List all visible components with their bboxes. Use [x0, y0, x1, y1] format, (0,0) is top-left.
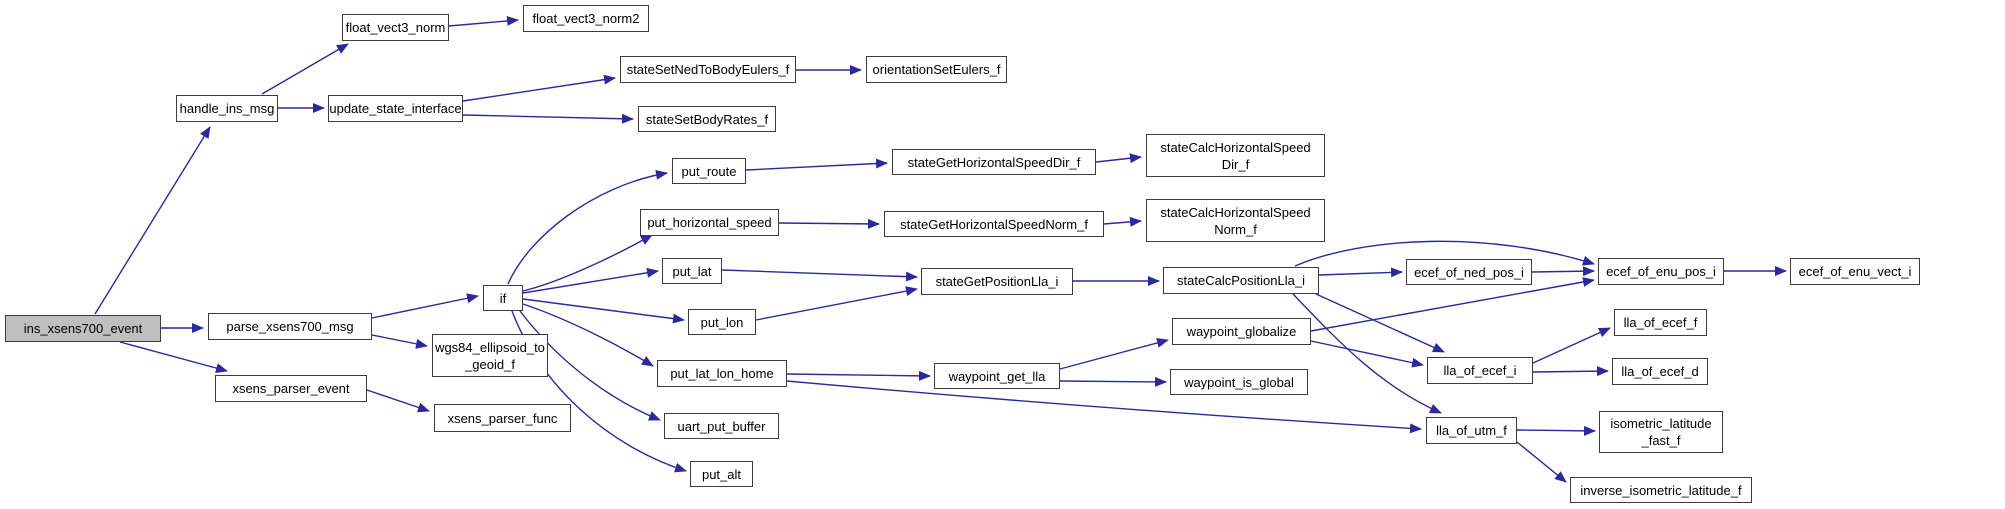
node-handle-ins-msg[interactable]: handle_ins_msg	[176, 95, 278, 122]
edge-xsens_parser_event-xsens_parser_func	[366, 389, 430, 413]
edge-stateGetHorizontalSpeedNorm_f-stateCalcHorizontalSpeedNorm_f	[1103, 216, 1142, 227]
edge-lla_of_utm_f-isometric_latitude_fast_f	[1516, 425, 1596, 436]
node-state-set-ned-to-body-eulers-f[interactable]: stateSetNedToBodyEulers_f	[620, 56, 796, 83]
node-xsens-parser-event[interactable]: xsens_parser_event	[215, 375, 367, 402]
node-ecef-of-ned-pos-i[interactable]: ecef_of_ned_pos_i	[1406, 259, 1532, 285]
node-xsens-parser-func[interactable]: xsens_parser_func	[434, 404, 571, 432]
edge-parse_xsens700_msg-if	[371, 293, 479, 319]
edge-put_lon-stateGetPositionLla_i	[755, 286, 918, 321]
edge-put_horizontal_speed-stateGetHorizontalSpeedNorm_f	[778, 218, 880, 229]
node-waypoint-is-global[interactable]: waypoint_is_global	[1170, 369, 1308, 395]
node-ecef-of-enu-vect-i[interactable]: ecef_of_enu_vect_i	[1790, 258, 1920, 285]
node-state-get-horizontal-speed-norm-f[interactable]: stateGetHorizontalSpeedNorm_f	[884, 211, 1104, 237]
node-inverse-isometric-latitude-f[interactable]: inverse_isometric_latitude_f	[1570, 477, 1752, 503]
node-waypoint-globalize[interactable]: waypoint_globalize	[1172, 318, 1311, 345]
node-if[interactable]: if	[483, 285, 523, 311]
node-put-lat[interactable]: put_lat	[662, 258, 722, 284]
edge-waypoint_get_lla-waypoint_is_global	[1059, 376, 1167, 387]
node-put-lon[interactable]: put_lon	[688, 309, 756, 335]
node-state-calc-horizontal-speed-dir-f[interactable]: stateCalcHorizontalSpeed Dir_f	[1146, 134, 1325, 177]
edge-handle_ins_msg-float_vect3_norm	[261, 43, 349, 95]
node-put-route[interactable]: put_route	[672, 158, 746, 184]
edge-waypoint_get_lla-waypoint_globalize	[1059, 338, 1169, 370]
node-put-alt[interactable]: put_alt	[690, 461, 753, 487]
node-float-vect3-norm2[interactable]: float_vect3_norm2	[523, 5, 649, 32]
edge-lla_of_ecef_i-lla_of_ecef_d	[1532, 366, 1609, 377]
edge-if-put_lon	[522, 298, 685, 324]
node-put-horizontal-speed[interactable]: put_horizontal_speed	[640, 209, 779, 236]
edge-update_state_interface-stateSetNedToBodyEulers_f	[462, 74, 616, 102]
node-ins-xsens700-event: ins_xsens700_event	[5, 315, 161, 342]
node-ecef-of-enu-pos-i[interactable]: ecef_of_enu_pos_i	[1598, 258, 1724, 285]
node-state-calc-horizontal-speed-norm-f[interactable]: stateCalcHorizontalSpeed Norm_f	[1146, 199, 1325, 242]
node-put-lat-lon-home[interactable]: put_lat_lon_home	[657, 360, 787, 387]
edge-waypoint_globalize-lla_of_ecef_i	[1310, 340, 1424, 368]
edge-put_lat_lon_home-lla_of_utm_f	[786, 380, 1422, 434]
edge-if-put_lat_lon_home	[522, 303, 654, 367]
node-waypoint-get-lla[interactable]: waypoint_get_lla	[934, 363, 1060, 389]
edge-if-put_route	[507, 169, 668, 285]
edge-if-put_horizontal_speed	[522, 234, 653, 292]
edge-stateCalcPositionLla_i-lla_of_ecef_i	[1315, 293, 1445, 353]
edge-ecef_of_ned_pos_i-ecef_of_enu_pos_i	[1531, 266, 1595, 277]
node-wgs84-ellipsoid-to-geoid-f[interactable]: wgs84_ellipsoid_to _geoid_f	[432, 334, 548, 377]
edge-ins_xsens700_event-xsens_parser_event	[119, 341, 228, 373]
node-lla-of-ecef-i[interactable]: lla_of_ecef_i	[1427, 357, 1533, 384]
node-lla-of-ecef-f[interactable]: lla_of_ecef_f	[1614, 309, 1707, 336]
edge-float_vect3_norm-float_vect3_norm2	[448, 15, 519, 27]
edge-if-put_lat	[522, 267, 659, 294]
node-update-state-interface[interactable]: update_state_interface	[328, 95, 463, 122]
node-uart-put-buffer[interactable]: uart_put_buffer	[664, 413, 779, 439]
node-state-set-body-rates-f[interactable]: stateSetBodyRates_f	[638, 106, 776, 132]
node-lla-of-ecef-d[interactable]: lla_of_ecef_d	[1612, 358, 1708, 385]
node-isometric-latitude-fast-f[interactable]: isometric_latitude _fast_f	[1599, 411, 1723, 453]
edge-stateCalcPositionLla_i-ecef_of_ned_pos_i	[1318, 267, 1403, 278]
node-state-get-horizontal-speed-dir-f[interactable]: stateGetHorizontalSpeedDir_f	[892, 149, 1096, 175]
edge-stateCalcPositionLla_i-lla_of_utm_f	[1292, 293, 1442, 414]
edge-stateGetHorizontalSpeedDir_f-stateCalcHorizontalSpeedDir_f	[1095, 153, 1142, 164]
edge-lla_of_utm_f-inverse_isometric_latitude_f	[1516, 441, 1567, 483]
node-lla-of-utm-f[interactable]: lla_of_utm_f	[1426, 417, 1517, 444]
edge-parse_xsens700_msg-wgs84_ellipsoid_to_geoid_f	[371, 334, 428, 349]
node-state-get-position-lla-i[interactable]: stateGetPositionLla_i	[921, 268, 1073, 295]
edge-stateCalcPositionLla_i-ecef_of_enu_pos_i	[1294, 240, 1595, 267]
edge-ins_xsens700_event-handle_ins_msg	[94, 126, 211, 315]
node-parse-xsens700-msg[interactable]: parse_xsens700_msg	[208, 313, 372, 340]
edge-put_route-stateGetHorizontalSpeedDir_f	[745, 158, 888, 171]
edge-put_lat_lon_home-waypoint_get_lla	[786, 370, 931, 381]
edge-waypoint_globalize-ecef_of_enu_pos_i	[1310, 277, 1595, 332]
node-state-calc-position-lla-i[interactable]: stateCalcPositionLla_i	[1163, 267, 1319, 294]
edge-put_lat-stateGetPositionLla_i	[721, 269, 918, 282]
node-orientation-set-eulers-f[interactable]: orientationSetEulers_f	[866, 56, 1007, 83]
edge-if-uart_put_buffer	[519, 310, 661, 421]
node-float-vect3-norm[interactable]: float_vect3_norm	[342, 14, 449, 41]
edge-update_state_interface-stateSetBodyRates_f	[462, 113, 634, 124]
edge-lla_of_ecef_i-lla_of_ecef_f	[1532, 327, 1611, 364]
